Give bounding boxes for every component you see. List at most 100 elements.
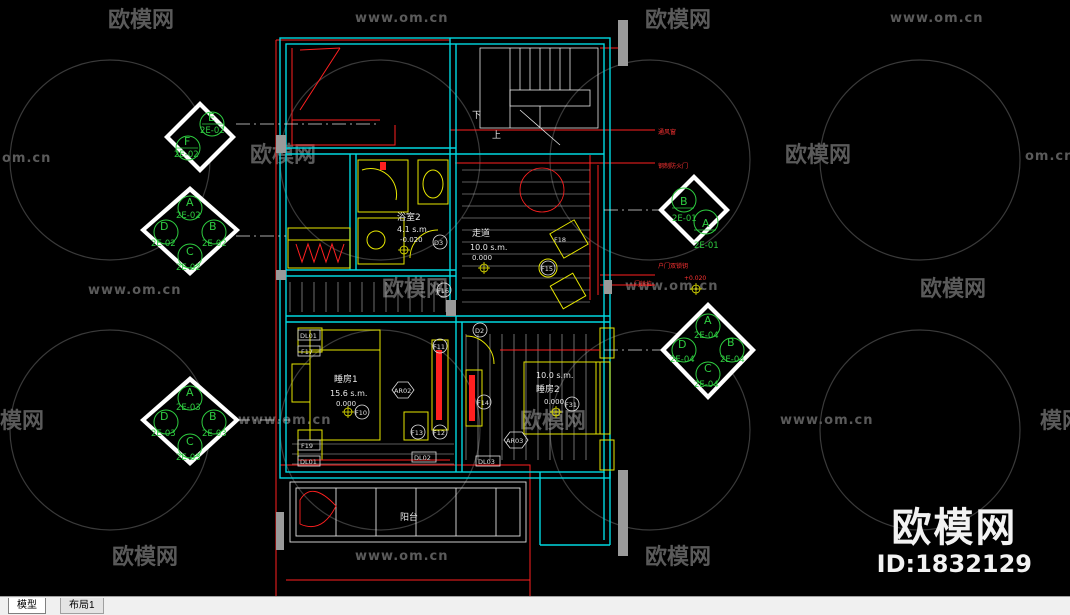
corridor-furniture (538, 219, 589, 310)
layout-tab-bar: 模型 布局1 (0, 596, 1070, 615)
level-marks (342, 244, 702, 418)
staircase (479, 47, 599, 146)
marker-03-letter-b: B (209, 410, 217, 423)
corridor-elev: 0.000 (472, 254, 492, 262)
marker-02-letter-a: A (186, 196, 194, 209)
watermark-url: om.cn (1025, 149, 1070, 164)
balcony-name: 阳台 (400, 511, 418, 523)
marker-04-letter-d: D (678, 338, 686, 351)
bed1-area: 15.6 s.m. (330, 389, 367, 398)
marker-01-ref-b: 2E-01 (672, 214, 697, 224)
bed1-elev: 0.000 (336, 400, 356, 408)
marker-01-letter-a: A (702, 217, 710, 230)
brand-id: ID:1832129 (876, 550, 1032, 578)
marker-ef-letter-f: F (184, 135, 190, 148)
marker-03-ref-d: 2E-03 (151, 429, 176, 439)
note-vent: 通风窗 (658, 128, 676, 136)
elevation-marker-ef: E 2E-02 F 2E-02 (164, 101, 236, 173)
watermark-url: www.om.cn (355, 11, 449, 26)
note-firedoor: 钢制防火门 (658, 162, 688, 170)
tag-f13: F13 (411, 429, 423, 437)
elevation-marker-ab-01: B 2E-01 A 2E-01 (658, 174, 730, 251)
marker-04-ref-a: 2E-04 (694, 331, 719, 341)
marker-03-ref-c: 2E-03 (176, 453, 201, 463)
bed2-name: 睡房2 (536, 383, 560, 395)
marker-04-letter-c: C (704, 362, 712, 375)
watermark-cn: 欧模网 (645, 7, 711, 33)
watermark-cn: 模网 (1040, 409, 1070, 434)
stair-up-label: 上 (492, 130, 501, 141)
marker-04-ref-d: 2E-04 (670, 355, 695, 365)
tag-ar02: AR02 (394, 387, 411, 395)
tag-f12: F12 (433, 429, 445, 437)
tag-d2: D2 (475, 327, 484, 335)
marker-02-ref-c: 2E-02 (176, 263, 201, 273)
bed2-elev: 0.000 (544, 398, 564, 406)
floor-plan-drawing: 欧模网 www.om.cn 欧模网 www.om.cn om.cn 欧模网 欧模… (0, 7, 1070, 596)
bedroom2-furniture (465, 327, 615, 471)
balcony (289, 481, 527, 543)
marker-02-letter-d: D (160, 220, 168, 233)
marker-03-letter-a: A (186, 386, 194, 399)
marker-02-ref-a: 2E-02 (176, 211, 201, 221)
marker-04-ref-c: 2E-04 (694, 380, 719, 390)
marker-02-letter-c: C (186, 245, 194, 258)
tag-f10: F10 (355, 409, 367, 417)
bed1-red-tv (436, 350, 442, 420)
cad-model-viewport[interactable]: 欧模网 www.om.cn 欧模网 www.om.cn om.cn 欧模网 欧模… (0, 0, 1070, 596)
note-lock: 户门双锁钥 (658, 262, 688, 270)
watermark-url: www.om.cn (355, 549, 449, 564)
tag-f16: F16 (437, 287, 449, 295)
bed1-name: 睡房1 (334, 373, 358, 385)
tag-f14: F14 (477, 399, 489, 407)
tag-dl01-top: DL01 (300, 332, 317, 340)
watermark-texts: 欧模网 www.om.cn 欧模网 www.om.cn om.cn 欧模网 欧模… (0, 7, 1070, 570)
watermark-url: www.om.cn (88, 283, 182, 298)
tab-layout1[interactable]: 布局1 (60, 598, 104, 614)
marker-04-ref-b: 2E-04 (720, 355, 745, 365)
columns (276, 20, 628, 556)
watermark-url: om.cn (2, 151, 51, 166)
floor-plan: 下 上 (236, 20, 706, 596)
marker-ef-ref-e: 2E-02 (200, 126, 225, 136)
marker-04-letter-b: B (727, 336, 735, 349)
corridor-name: 走道 (472, 227, 490, 239)
note-elev: +0.020 (684, 275, 706, 282)
brand-name: 欧模网 (891, 505, 1018, 551)
tag-ar03: AR03 (506, 437, 523, 445)
closet-hangers (295, 242, 345, 264)
elevation-marker-abcd-02: A 2E-02 D 2E-02 B 2E-02 C 2E-02 (140, 186, 240, 276)
bath-name: 浴室2 (397, 211, 421, 223)
tag-d3: D3 (434, 239, 443, 247)
marker-02-ref-d: 2E-02 (151, 239, 176, 249)
watermark-url: www.om.cn (780, 413, 874, 428)
tag-f11: F11 (433, 343, 445, 351)
bed2-red-tv (469, 375, 475, 421)
marker-02-ref-b: 2E-02 (202, 239, 227, 249)
bed2-area: 10.0 s.m. (536, 371, 573, 380)
note-bell: 门铃位 (634, 280, 652, 288)
bathroom-fixtures (357, 159, 449, 265)
marker-03-ref-a: 2E-03 (176, 403, 201, 413)
marker-01-ref-a: 2E-01 (694, 241, 719, 251)
marker-03-letter-c: C (186, 435, 194, 448)
elevation-marker-abcd-03: A 2E-03 D 2E-03 B 2E-03 C 2E-03 (140, 376, 240, 466)
bath-red-marker (380, 162, 386, 170)
left-closet (287, 227, 351, 269)
marker-ef-ref-f: 2E-02 (174, 150, 199, 160)
tag-f17: F17 (301, 348, 313, 356)
tab-model[interactable]: 模型 (8, 598, 46, 614)
corridor-area: 10.0 s.m. (470, 243, 507, 252)
tag-dl02: DL02 (414, 454, 431, 462)
marker-03-ref-b: 2E-03 (202, 429, 227, 439)
tag-f18: F18 (554, 236, 566, 244)
marker-02-letter-b: B (209, 220, 217, 233)
tag-dl01-bottom: DL01 (300, 458, 317, 466)
tag-dl03: DL03 (478, 458, 495, 466)
walls (279, 37, 611, 546)
tag-f31: F31 (565, 401, 577, 409)
watermark-cn: 欧模网 (645, 544, 711, 570)
watermark-url: www.om.cn (625, 279, 719, 294)
watermark-url: www.om.cn (238, 413, 332, 428)
elevation-ref-lines (236, 123, 662, 421)
